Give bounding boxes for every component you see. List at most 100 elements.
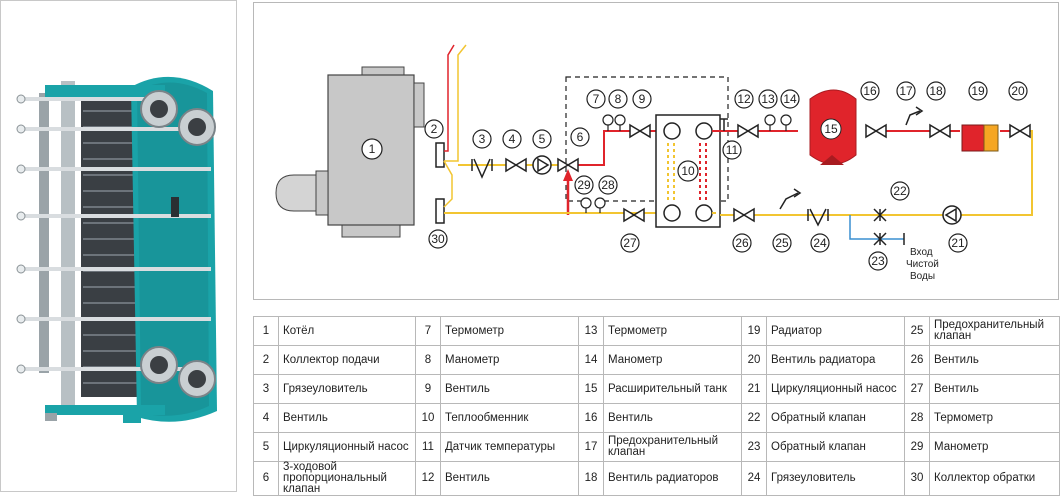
valve-6 bbox=[557, 157, 579, 173]
callout-7: 7 bbox=[593, 92, 600, 106]
legend-number: 1 bbox=[253, 316, 279, 346]
valve-12 bbox=[737, 123, 759, 139]
callout-18: 18 bbox=[929, 84, 943, 98]
callout-19: 19 bbox=[971, 84, 985, 98]
legend-number: 23 bbox=[741, 432, 767, 462]
valve-26 bbox=[733, 207, 755, 223]
legend-label: Вентиль bbox=[603, 403, 742, 433]
callout-28: 28 bbox=[601, 178, 615, 192]
callout-2: 2 bbox=[431, 122, 438, 136]
plate-heat-exchanger-illustration bbox=[16, 76, 217, 423]
legend-label: Коллектор обратки bbox=[929, 461, 1060, 496]
water-inlet-label-2: Чистой bbox=[906, 259, 939, 270]
callout-21: 21 bbox=[951, 236, 965, 250]
callout-10: 10 bbox=[681, 164, 695, 178]
callout-8: 8 bbox=[615, 92, 622, 106]
legend-number: 13 bbox=[578, 316, 604, 346]
supply-collector bbox=[435, 142, 445, 168]
legend-number: 11 bbox=[415, 432, 441, 462]
legend-number: 22 bbox=[741, 403, 767, 433]
legend-label: Грязеуловитель bbox=[278, 374, 416, 404]
legend-number: 28 bbox=[904, 403, 930, 433]
safety-valve-17 bbox=[905, 110, 921, 126]
legend-number: 29 bbox=[904, 432, 930, 462]
legend-label: Датчик температуры bbox=[440, 432, 579, 462]
callout-27: 27 bbox=[623, 236, 637, 250]
manometer-14 bbox=[780, 114, 792, 126]
valve-27 bbox=[623, 207, 645, 223]
callout-5: 5 bbox=[539, 132, 546, 146]
legend-label: Вентиль bbox=[278, 403, 416, 433]
legend-label: Манометр bbox=[603, 345, 742, 375]
valve-9 bbox=[629, 123, 651, 139]
legend-number: 7 bbox=[415, 316, 441, 346]
legend-label: Радиатор bbox=[766, 316, 905, 346]
callout-20: 20 bbox=[1011, 84, 1025, 98]
manometer-29 bbox=[580, 197, 592, 209]
legend-label: Теплообменник bbox=[440, 403, 579, 433]
legend-number: 14 bbox=[578, 345, 604, 375]
callout-1: 1 bbox=[369, 142, 376, 156]
legend-label: Термометр bbox=[603, 316, 742, 346]
legend-label: Вентиль радиаторов bbox=[603, 461, 742, 496]
legend-label: Манометр bbox=[440, 345, 579, 375]
return-collector bbox=[435, 198, 445, 224]
valve-16 bbox=[865, 123, 887, 139]
heat-exchanger-photo bbox=[0, 0, 237, 492]
check-valve-23 bbox=[873, 232, 887, 246]
boiler bbox=[275, 66, 425, 238]
legend-number: 16 bbox=[578, 403, 604, 433]
legend-label: Обратный клапан bbox=[766, 403, 905, 433]
legend-number: 5 bbox=[253, 432, 279, 462]
legend-number: 17 bbox=[578, 432, 604, 462]
safety-valve-25 bbox=[779, 192, 799, 210]
strainer-24 bbox=[809, 208, 827, 227]
legend-number: 8 bbox=[415, 345, 441, 375]
legend-number: 21 bbox=[741, 374, 767, 404]
legend-label: Манометр bbox=[929, 432, 1060, 462]
callout-30: 30 bbox=[431, 232, 445, 246]
legend-number: 18 bbox=[578, 461, 604, 496]
callout-11: 11 bbox=[726, 143, 739, 157]
legend-number: 3 bbox=[253, 374, 279, 404]
exchanger-dashed-box bbox=[565, 76, 729, 202]
legend-number: 12 bbox=[415, 461, 441, 496]
valve-20 bbox=[1009, 123, 1031, 139]
legend-number: 26 bbox=[904, 345, 930, 375]
callout-13: 13 bbox=[761, 92, 775, 106]
callout-12: 12 bbox=[737, 92, 751, 106]
legend-label: Вентиль bbox=[929, 374, 1060, 404]
legend-label: Вентиль bbox=[929, 345, 1060, 375]
legend-label: Коллектор подачи bbox=[278, 345, 416, 375]
valve-4 bbox=[505, 157, 527, 173]
legend-label: Предохранительный клапан bbox=[603, 432, 742, 462]
legend-label: Обратный клапан bbox=[766, 432, 905, 462]
callout-6: 6 bbox=[577, 130, 584, 144]
legend-label: Циркуляционный насос bbox=[766, 374, 905, 404]
expansion-tank bbox=[809, 89, 857, 165]
manometer-8 bbox=[614, 114, 626, 126]
legend-number: 15 bbox=[578, 374, 604, 404]
thermometer-13 bbox=[764, 114, 776, 126]
legend-number: 30 bbox=[904, 461, 930, 496]
legend-number: 4 bbox=[253, 403, 279, 433]
legend-label: Предохранительный клапан bbox=[929, 316, 1060, 346]
legend-label: Термометр bbox=[440, 316, 579, 346]
legend-number: 6 bbox=[253, 461, 279, 496]
legend-label: Вентиль радиатора bbox=[766, 345, 905, 375]
valve-18 bbox=[929, 123, 951, 139]
callout-24: 24 bbox=[813, 236, 827, 250]
callout-15: 15 bbox=[824, 122, 838, 136]
callout-16: 16 bbox=[863, 84, 877, 98]
water-inlet-label-3: Воды bbox=[910, 271, 935, 282]
legend-number: 19 bbox=[741, 316, 767, 346]
callout-29: 29 bbox=[577, 178, 591, 192]
legend-label: 3-ходовой пропорциональный клапан bbox=[278, 461, 416, 496]
callout-4: 4 bbox=[509, 132, 516, 146]
legend-label: Грязеуловитель bbox=[766, 461, 905, 496]
